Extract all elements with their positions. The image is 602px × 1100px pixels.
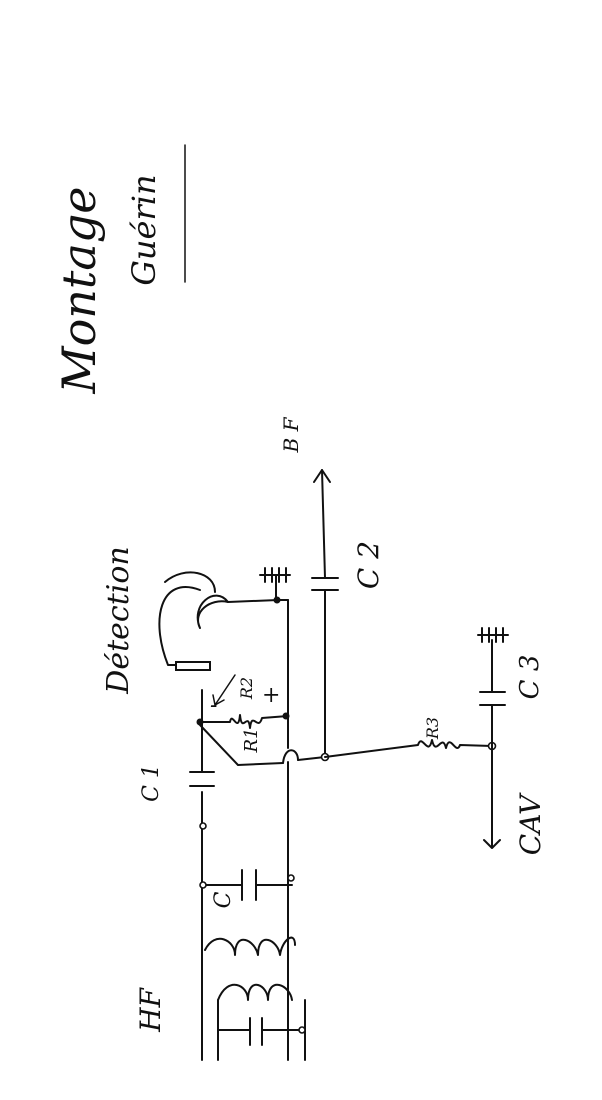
node-r1-left bbox=[196, 718, 204, 726]
label-cav: CAV bbox=[514, 792, 547, 855]
detector-tube bbox=[158, 586, 229, 666]
label-cav-group: CAV bbox=[514, 792, 547, 855]
label-c-group: C bbox=[211, 891, 236, 908]
label-hf-group: HF bbox=[134, 987, 167, 1033]
label-r2-group: R2 bbox=[237, 677, 256, 700]
subtitle: Guérin bbox=[125, 174, 163, 285]
hf-primary-coil bbox=[217, 983, 293, 1001]
r2-lead bbox=[199, 724, 284, 766]
label-c2-group: C 2 bbox=[352, 541, 385, 589]
node-c-right bbox=[287, 874, 295, 882]
r3-resistor bbox=[324, 739, 493, 758]
detector-lead bbox=[164, 571, 279, 603]
c2-branch bbox=[297, 469, 339, 761]
label-bf: B F bbox=[279, 416, 303, 453]
label-r3-group: R3 bbox=[423, 717, 442, 740]
r1-resistor bbox=[199, 714, 289, 729]
secondary-coil bbox=[204, 936, 296, 956]
label-c1: C 1 bbox=[139, 764, 164, 802]
label-c3-group: C 3 bbox=[515, 655, 545, 700]
tuning-capacitor bbox=[201, 869, 293, 901]
label-c: C bbox=[211, 891, 236, 908]
label-minus: - bbox=[210, 693, 217, 718]
cathode-arrow bbox=[212, 674, 236, 706]
node-c-left bbox=[199, 881, 207, 889]
label-hf: HF bbox=[134, 987, 167, 1033]
bf-arrow bbox=[313, 469, 331, 483]
label-c2: C 2 bbox=[352, 541, 385, 589]
crossover-hop bbox=[282, 749, 299, 764]
node-c1 bbox=[199, 822, 207, 830]
label-plus: + bbox=[262, 683, 280, 708]
ground-c3 bbox=[477, 627, 509, 643]
subtitle-group: Guérin bbox=[125, 174, 163, 285]
cav-arrow bbox=[483, 745, 501, 849]
label-detection-group: Détection bbox=[101, 546, 136, 694]
hf-capacitor bbox=[217, 1017, 306, 1046]
label-bf-group: B F bbox=[279, 416, 303, 453]
hf-node bbox=[298, 1026, 306, 1034]
label-c1-group: C 1 bbox=[139, 764, 164, 802]
label-r1: R1 bbox=[241, 727, 262, 753]
label-r1-group: R1 bbox=[241, 727, 262, 753]
label-c3: C 3 bbox=[515, 655, 545, 700]
detector-cathode bbox=[175, 661, 211, 671]
label-r2: R2 bbox=[237, 677, 256, 700]
node-r1-right bbox=[282, 712, 290, 720]
title: Montage bbox=[52, 187, 106, 395]
title-group: Montage bbox=[52, 187, 106, 395]
ground-top bbox=[259, 567, 291, 601]
label-detection: Détection bbox=[101, 546, 136, 694]
c3-branch bbox=[479, 639, 506, 747]
label-r3: R3 bbox=[423, 717, 442, 740]
c1-capacitor bbox=[189, 771, 215, 787]
